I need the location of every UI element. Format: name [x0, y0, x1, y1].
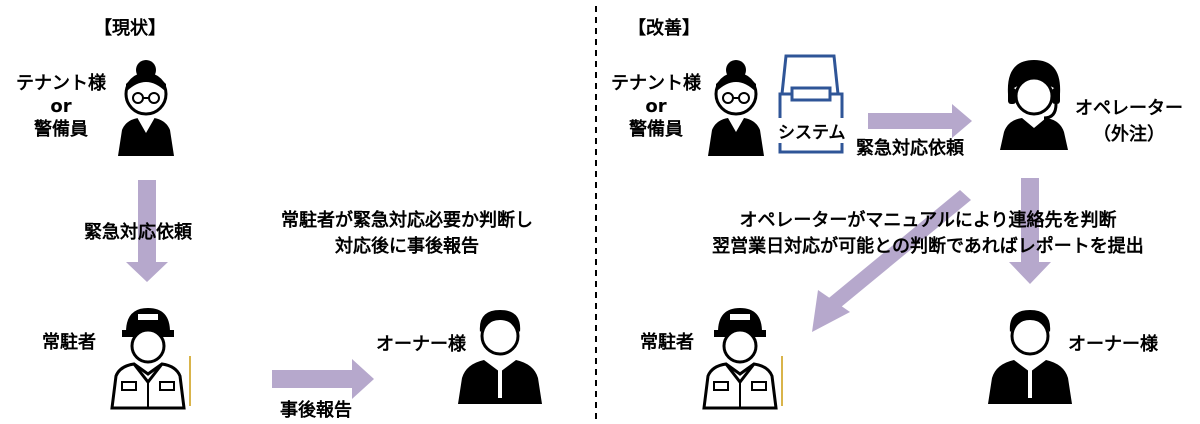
improved-note-line1: オペレーターがマニュアルにより連絡先を判断 — [739, 210, 1117, 231]
operator-line1: オペレーター — [1075, 98, 1183, 119]
owner-label-left: オーナー様 — [376, 334, 466, 355]
requester-line1: テナント様 — [16, 73, 106, 94]
current-note: 常駐者が緊急対応必要か判断し 対応後に事後報告 — [254, 208, 560, 260]
owner-businessman-icon-left — [458, 310, 542, 404]
improved-note-line2: 翌営業日対応が可能との判断であればレポートを提出 — [712, 236, 1144, 257]
improved-state-heading: 【改善】 — [628, 18, 700, 39]
requester-label-right: テナント様 or 警備員 — [604, 72, 708, 141]
operator-line2: （外注） — [1093, 124, 1165, 145]
improved-note: オペレーターがマニュアルにより連絡先を判断 翌営業日対応が可能との判断であればレ… — [660, 208, 1196, 260]
current-state-heading: 【現状】 — [94, 18, 166, 39]
request-label-right: 緊急対応依頼 — [856, 138, 964, 159]
resident-worker-icon — [110, 308, 191, 410]
tenant-woman-icon — [118, 60, 174, 156]
requester-line1-right: テナント様 — [611, 73, 701, 94]
resident-worker-icon-right — [702, 308, 783, 410]
request-arrow-left — [126, 180, 168, 282]
requester-label-left: テナント様 or 警備員 — [8, 72, 114, 141]
request-label-left: 緊急対応依頼 — [84, 222, 192, 243]
report-arrow — [272, 359, 374, 399]
requester-line3: 警備員 — [34, 119, 88, 140]
requester-line2: or — [50, 96, 72, 117]
system-to-operator-arrow — [868, 104, 972, 138]
resident-label-right: 常駐者 — [640, 332, 694, 353]
resident-label-left: 常駐者 — [42, 332, 96, 353]
report-label: 事後報告 — [280, 400, 352, 421]
current-note-line1: 常駐者が緊急対応必要か判断し — [281, 210, 533, 231]
operator-label: オペレーター （外注） — [1070, 96, 1188, 148]
operator-headset-icon — [1000, 60, 1068, 150]
owner-label-right: オーナー様 — [1068, 334, 1158, 355]
operator-to-resident-arrow — [812, 190, 971, 332]
owner-businessman-icon-right — [988, 310, 1072, 404]
tenant-woman-icon-right — [708, 60, 764, 156]
requester-line2-right: or — [645, 96, 667, 117]
current-note-line2: 対応後に事後報告 — [335, 236, 479, 257]
operator-to-owner-arrow — [1009, 178, 1051, 284]
system-label: システム — [778, 118, 846, 143]
requester-line3-right: 警備員 — [629, 119, 683, 140]
